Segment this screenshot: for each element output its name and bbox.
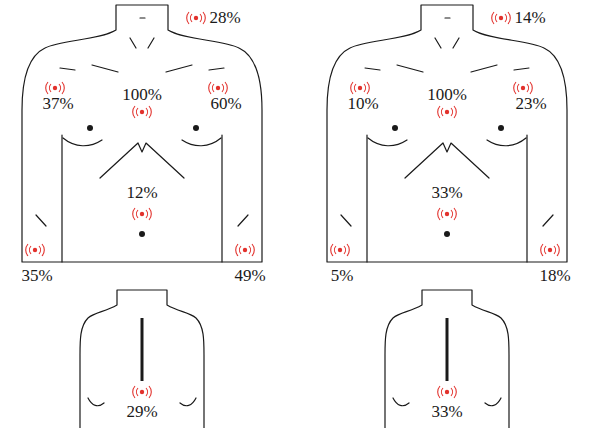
percentage-label: 14% bbox=[514, 8, 545, 28]
percentage-label: 49% bbox=[234, 266, 265, 286]
percentage-label: 33% bbox=[431, 402, 462, 422]
percentage-label: 60% bbox=[210, 94, 241, 114]
percentage-label: 5% bbox=[331, 266, 354, 286]
percentage-label: 100% bbox=[427, 85, 467, 105]
percentage-label: 12% bbox=[126, 183, 157, 203]
percentage-label: 35% bbox=[21, 266, 52, 286]
percentage-label: 100% bbox=[122, 85, 162, 105]
left-figure bbox=[22, 5, 262, 428]
percentage-label: 29% bbox=[126, 402, 157, 422]
percentage-label: 33% bbox=[431, 183, 462, 203]
percentage-label: 10% bbox=[347, 94, 378, 114]
percentage-label: 23% bbox=[515, 94, 546, 114]
percentage-label: 28% bbox=[209, 8, 240, 28]
percentage-label: 18% bbox=[539, 266, 570, 286]
right-figure bbox=[327, 5, 567, 428]
percentage-label: 37% bbox=[42, 94, 73, 114]
